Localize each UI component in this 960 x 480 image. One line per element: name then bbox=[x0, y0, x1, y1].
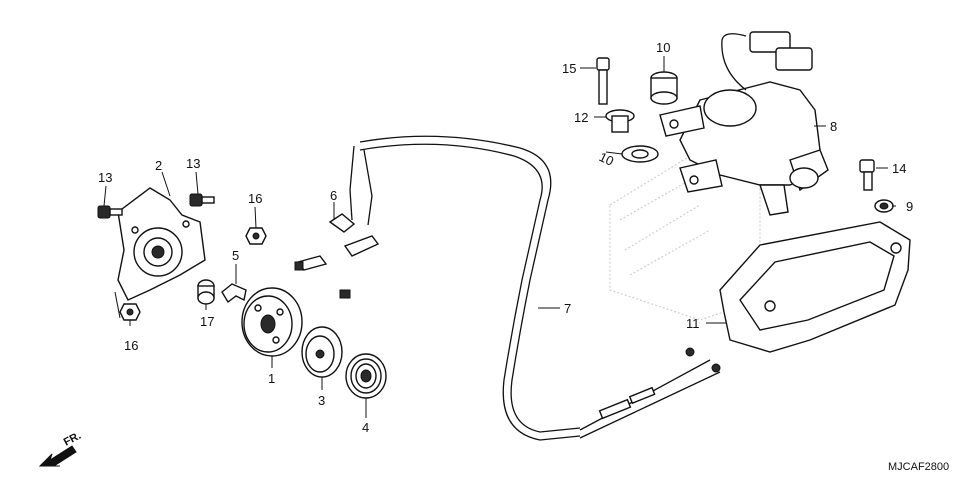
callout-label-13-left: 13 bbox=[98, 170, 112, 185]
bolt bbox=[97, 205, 123, 219]
callout-label-12: 12 bbox=[574, 110, 588, 125]
callout-label-6: 6 bbox=[330, 188, 337, 203]
actuator-cover bbox=[719, 221, 911, 353]
callout-label-9: 9 bbox=[906, 199, 913, 214]
cable bbox=[349, 135, 721, 441]
callout-label-10-bottom: 10 bbox=[597, 149, 616, 169]
cable-adjuster bbox=[598, 347, 721, 420]
bolt bbox=[859, 159, 875, 191]
servo-actuator bbox=[659, 81, 829, 216]
callout-label-3: 3 bbox=[318, 393, 325, 408]
callout-label-14: 14 bbox=[892, 161, 906, 176]
callout-label-16-left: 16 bbox=[124, 338, 138, 353]
callout-label-4: 4 bbox=[362, 420, 369, 435]
callout-label-11: 11 bbox=[686, 316, 700, 331]
spring bbox=[345, 353, 387, 399]
cable-bracket bbox=[294, 213, 380, 299]
front-direction-arrow: FR. bbox=[38, 430, 83, 467]
callout-label-17: 17 bbox=[200, 314, 214, 329]
front-direction-label: FR. bbox=[62, 430, 83, 449]
callout-label-13-right: 13 bbox=[186, 156, 200, 171]
figure-code: MJCAF2800 bbox=[888, 461, 949, 473]
collar bbox=[605, 109, 635, 133]
callout-label-1: 1 bbox=[268, 371, 275, 386]
nut bbox=[119, 303, 141, 321]
bolt bbox=[189, 193, 215, 207]
bolt bbox=[596, 57, 610, 105]
wire-connector bbox=[721, 31, 813, 91]
callout-label-15: 15 bbox=[562, 61, 576, 76]
leader-lines bbox=[103, 56, 896, 418]
nut bbox=[245, 227, 267, 245]
callout-label-16-right: 16 bbox=[248, 191, 262, 206]
callout-label-7: 7 bbox=[564, 301, 571, 316]
cover-plate bbox=[117, 187, 206, 301]
drive-plate bbox=[301, 326, 343, 378]
callout-label-8: 8 bbox=[830, 119, 837, 134]
collar bbox=[197, 279, 215, 305]
pulley bbox=[241, 287, 303, 357]
callout-label-10-top: 10 bbox=[656, 40, 670, 55]
grommet bbox=[621, 145, 659, 163]
callout-label-2: 2 bbox=[155, 158, 162, 173]
callout-label-5: 5 bbox=[232, 248, 239, 263]
bracket bbox=[221, 283, 247, 304]
collar bbox=[874, 199, 894, 213]
grommet bbox=[650, 71, 678, 105]
